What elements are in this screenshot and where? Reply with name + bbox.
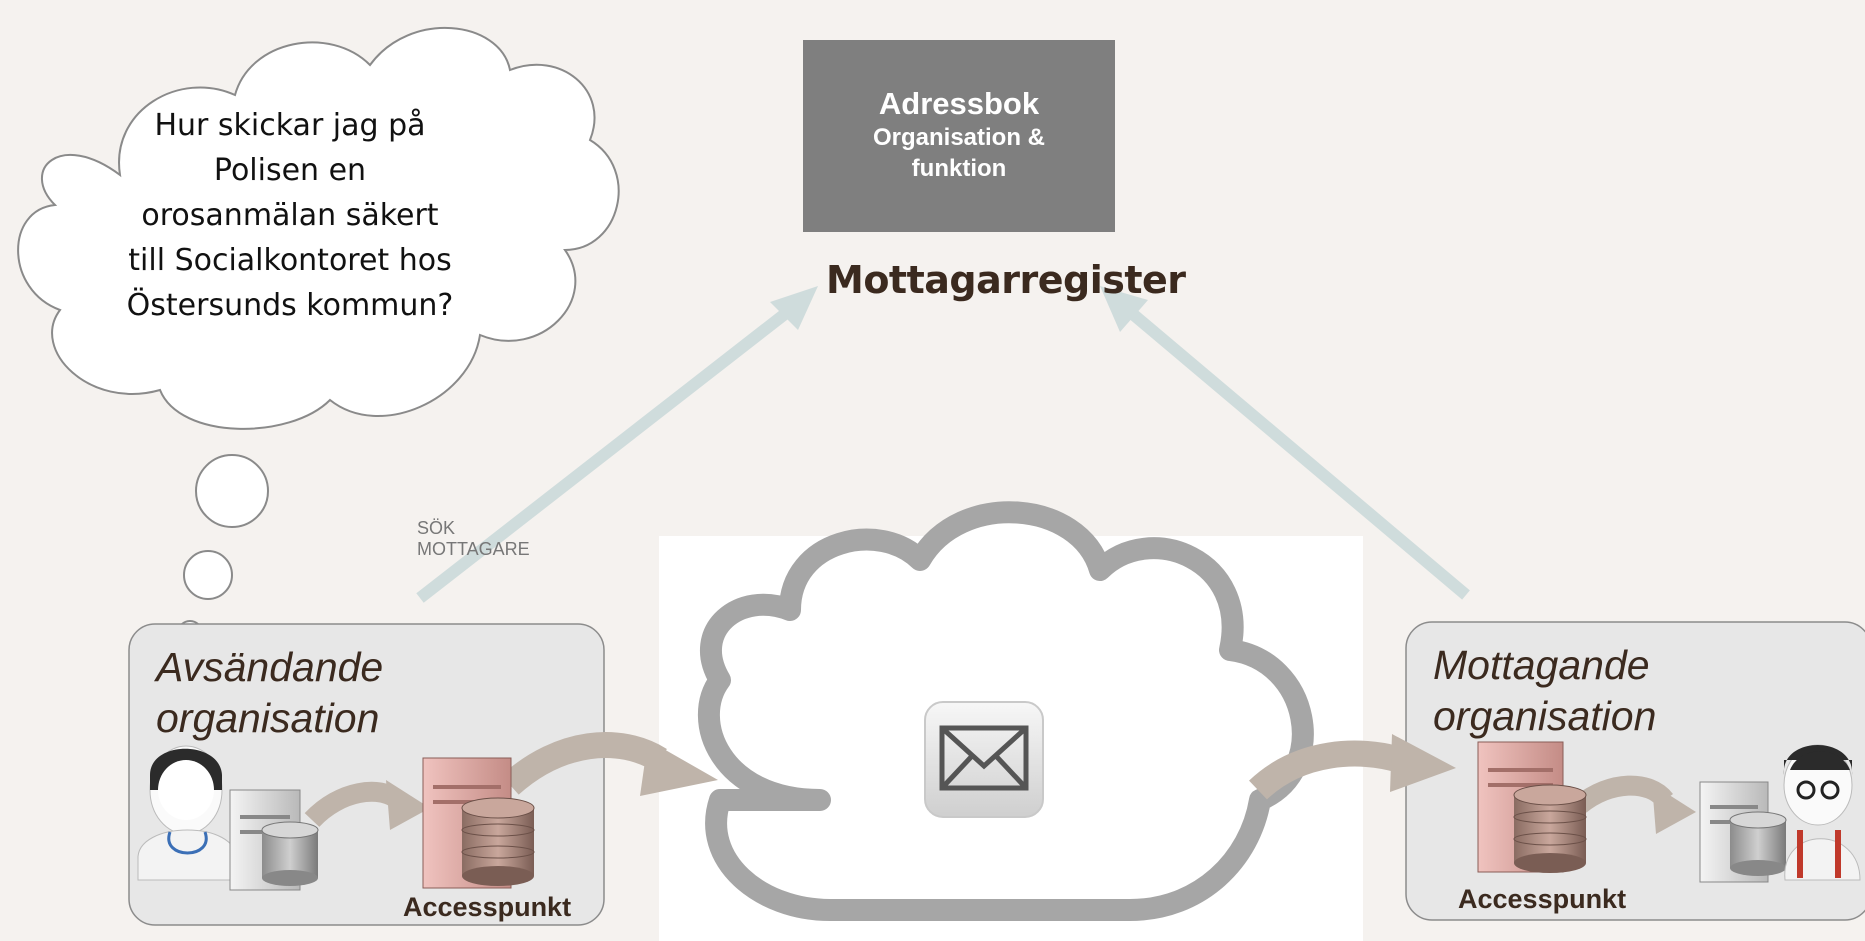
- sender-access-point-label: Accesspunkt: [403, 892, 572, 922]
- recipient-registry-label: Mottagarregister: [826, 258, 1186, 302]
- sender-title-line1: Avsändande: [156, 644, 384, 690]
- doctor-person-icon: [137, 745, 237, 881]
- flow-arrow-from-cloud: [1249, 734, 1456, 800]
- address-book-box: Adressbok Organisation & funktion: [803, 40, 1115, 232]
- sender-title-line2: organisation: [156, 695, 380, 741]
- thought-dot-large: [195, 454, 269, 528]
- envelope-icon: [924, 701, 1044, 818]
- address-book-subtitle-line2: funktion: [911, 155, 1007, 182]
- thought-line: Polisen en: [213, 153, 367, 188]
- thought-dot-medium: [183, 550, 233, 600]
- receiver-title-line1: Mottagande: [1433, 642, 1650, 688]
- flow-arrow-to-cloud: [501, 732, 718, 796]
- flow-arrow-internal-sender: [304, 780, 430, 830]
- thought-line: Hur skickar jag på: [154, 108, 426, 143]
- address-book-title: Adressbok: [878, 86, 1040, 121]
- thought-text: Hur skickar jag på Polisen en orosanmäla…: [110, 103, 470, 328]
- access-point-database-icon: [461, 797, 535, 886]
- receiver-title-line2: organisation: [1433, 693, 1657, 739]
- search-label-line1: SÖK: [417, 518, 456, 538]
- thought-line: Östersunds kommun?: [126, 288, 454, 323]
- search-recipient-label: SÖK MOTTAGARE: [417, 518, 530, 560]
- search-label-line2: MOTTAGARE: [417, 539, 530, 559]
- receiver-org-title: Mottagande organisation: [1433, 640, 1656, 742]
- thought-line: till Socialkontoret hos: [128, 243, 452, 278]
- database-icon: [261, 821, 319, 886]
- lookup-arrow-right: [1100, 286, 1470, 600]
- receiver-access-point-label: Accesspunkt: [1458, 884, 1627, 914]
- lookup-arrow-left: [416, 286, 818, 603]
- sender-org-title: Avsändande organisation: [156, 642, 383, 744]
- receiver-database-icon: [1729, 811, 1787, 876]
- thought-bubble: [17, 26, 620, 646]
- receiver-person-icon: [1783, 744, 1861, 881]
- flow-arrow-internal-receiver: [1573, 775, 1696, 834]
- address-book-subtitle-line1: Organisation &: [872, 124, 1046, 151]
- thought-line: orosanmälan säkert: [141, 198, 439, 233]
- receiver-access-point-database-icon: [1513, 784, 1587, 873]
